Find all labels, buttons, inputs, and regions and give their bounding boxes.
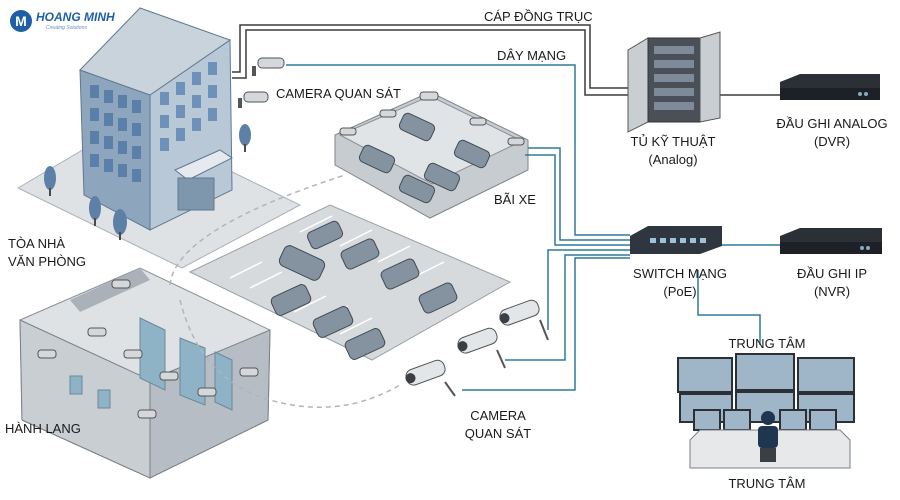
brand-logo: M HOANG MINH Creating Solutions <box>6 6 136 40</box>
poe-switch <box>630 226 722 254</box>
technical-cabinet <box>627 31 721 133</box>
label-control-top: TRUNG TÂM <box>728 336 806 351</box>
coax-cables <box>232 24 780 96</box>
label-dvr-line2: (DVR) <box>813 134 851 149</box>
label-parking: BÃI XE <box>494 192 536 207</box>
label-nvr-line1: ĐẦU GHI IP <box>796 266 868 281</box>
brand-name: HOANG MINH <box>36 10 115 24</box>
label-office-line2: VĂN PHÒNG <box>8 254 87 269</box>
parking-dashed-path <box>169 174 346 286</box>
brand-logo-mark: M <box>10 10 32 32</box>
label-cabinet-line2: (Analog) <box>648 152 698 167</box>
label-control-bottom: TRUNG TÂM <box>728 476 806 491</box>
cameras <box>37 57 549 419</box>
monitoring-center <box>677 353 855 469</box>
office-building <box>79 7 233 231</box>
label-network-cable: DÂY MẠNG <box>497 48 567 63</box>
label-switch-line2: (PoE) <box>663 284 697 299</box>
brand-tagline: Creating Solutions <box>46 25 87 31</box>
corridor-building <box>19 267 271 479</box>
label-corridor: HÀNH LANG <box>5 421 81 436</box>
label-office-line1: TÒA NHÀ <box>8 236 66 251</box>
label-camera-top: CAMERA QUAN SÁT <box>276 86 401 101</box>
label-camera-bottom-line1: CAMERA <box>470 408 526 423</box>
dvr-device <box>780 74 880 100</box>
network-cables <box>286 64 780 391</box>
label-cabinet-line1: TỦ KỸ THUẬT <box>630 134 716 149</box>
label-dvr-line1: ĐẦU GHI ANALOG <box>776 116 888 131</box>
label-camera-bottom-line2: QUAN SÁT <box>464 426 532 441</box>
trees <box>44 124 251 240</box>
nvr-device <box>780 228 882 254</box>
label-switch-line1: SWITCH MẠNG <box>633 266 727 281</box>
label-coax-cable: CÁP ĐỒNG TRỤC <box>484 9 593 24</box>
label-nvr-line2: (NVR) <box>813 284 851 299</box>
parking-lot-large <box>188 204 512 361</box>
